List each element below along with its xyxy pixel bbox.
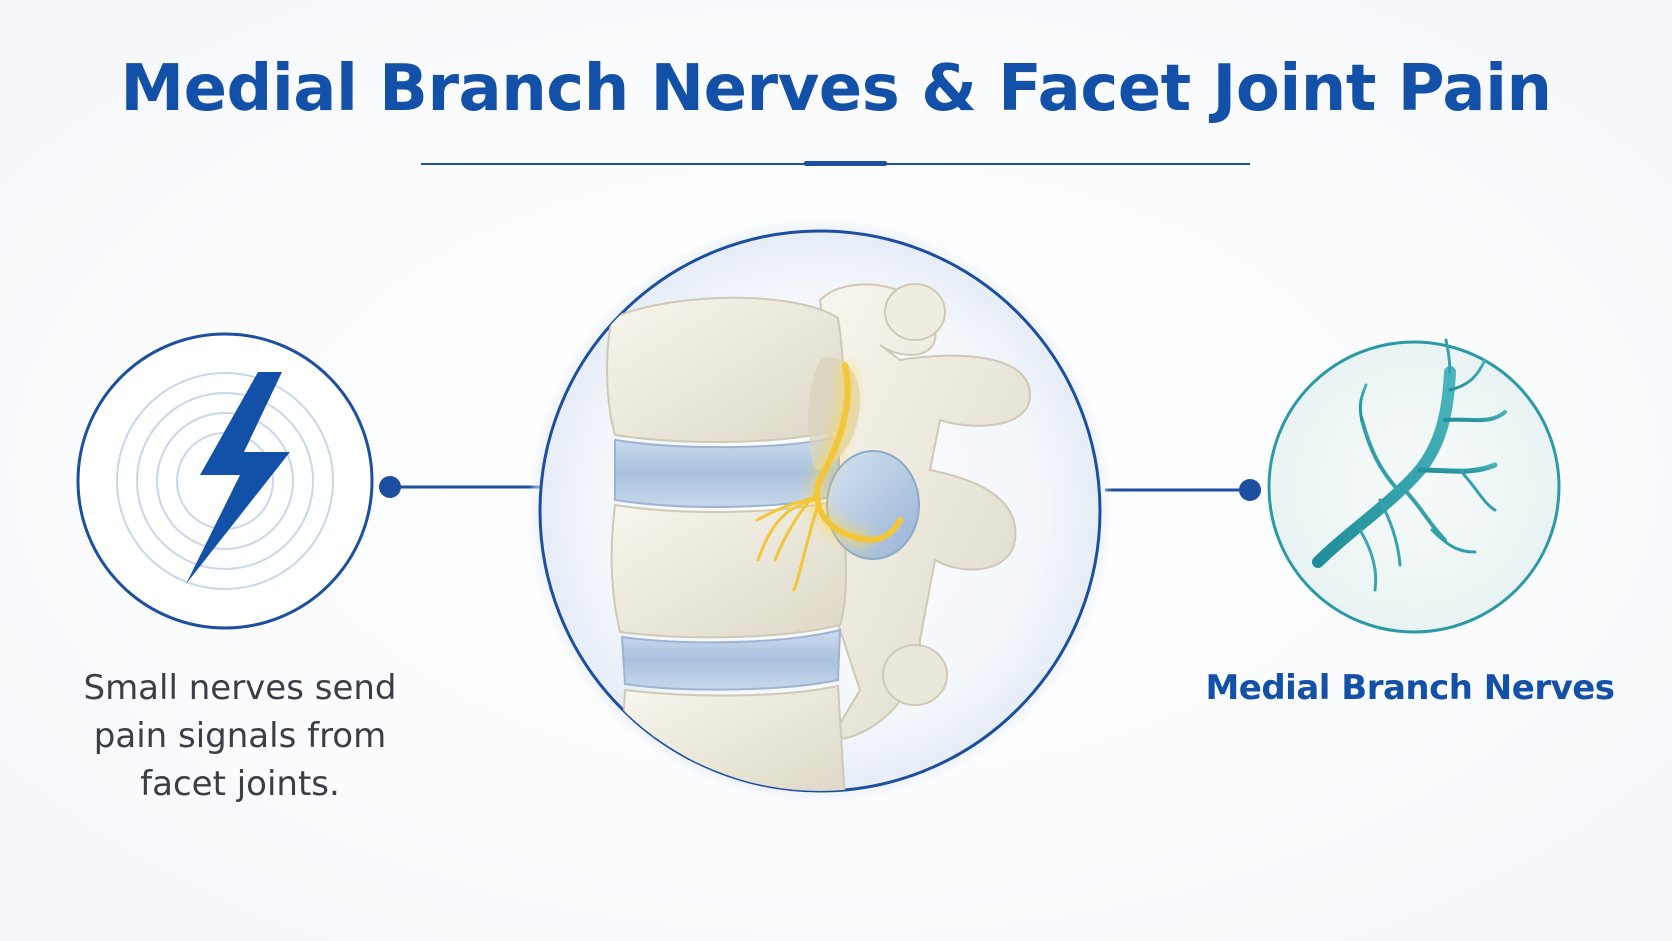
page-title: Medial Branch Nerves & Facet Joint Pain	[120, 52, 1552, 126]
right-connector-dot	[1239, 479, 1261, 501]
branching-nerve-icon	[1312, 338, 1507, 592]
vertebra-panel	[532, 223, 1108, 799]
lower-intervertebral-disc	[620, 628, 842, 691]
nerve-endings	[755, 493, 820, 592]
upper-intervertebral-disc	[614, 435, 842, 508]
lightning-bolt-icon	[186, 372, 290, 584]
medial-branch-panel	[1267, 338, 1561, 634]
pain-signal-circle	[76, 332, 374, 630]
medial-branch-circle	[1267, 340, 1561, 634]
upper-facet-knob	[884, 283, 946, 341]
upper-vertebral-body	[606, 296, 845, 443]
pain-signal-panel	[76, 332, 374, 630]
spinous-processes	[818, 283, 1032, 742]
medial-branch-label: Medial Branch Nerves	[1205, 668, 1615, 708]
middle-vertebral-body	[610, 498, 847, 639]
vertebra-illustration	[606, 283, 1032, 791]
pain-signal-caption: Small nerves send pain signals from face…	[83, 668, 397, 804]
title-underline-accent	[804, 161, 887, 166]
left-connector-dot	[379, 476, 401, 498]
lower-facet-knob	[882, 644, 948, 706]
